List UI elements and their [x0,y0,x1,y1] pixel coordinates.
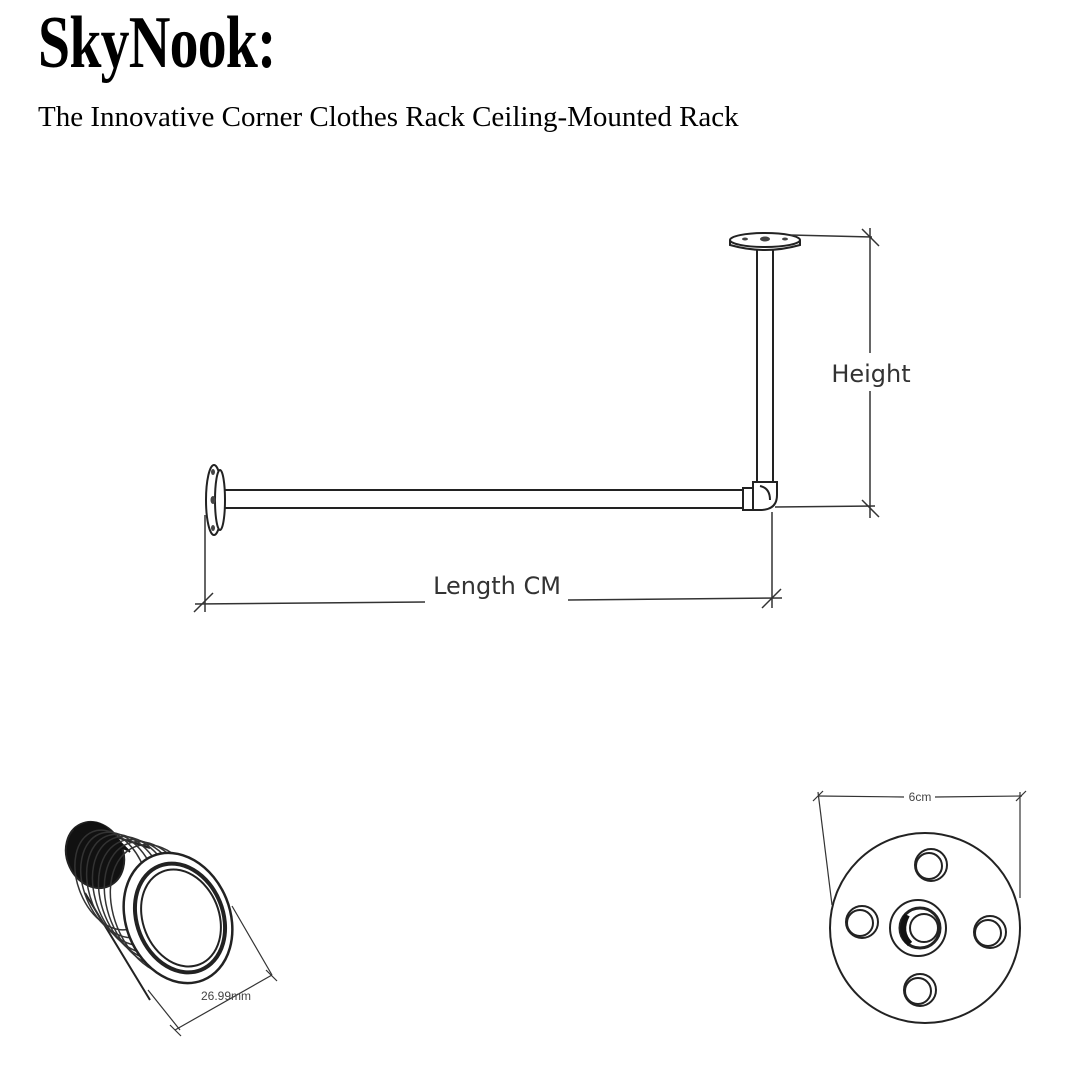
product-subtitle: The Innovative Corner Clothes Rack Ceili… [38,101,739,133]
ceiling-flange [729,232,801,251]
vertical-pipe [756,250,774,482]
pipe-diameter-label: 26.99mm [201,989,251,1003]
height-dimension [774,228,916,518]
length-label: Length CM [433,572,561,600]
elbow-joint [752,481,778,511]
pipe-diameter-dimension [147,905,278,1037]
wall-flange [205,464,226,536]
height-label: Height [831,360,910,388]
length-dimension [193,512,783,613]
threaded-pipe-end [64,820,234,1001]
flange-diameter-dimension [812,790,1027,906]
rack-drawing [205,232,801,536]
horizontal-pipe [222,487,754,511]
flange-diameter-label: 6cm [909,790,932,804]
product-title: SkyNook: [38,2,276,84]
flange-top-view [829,832,1021,1024]
